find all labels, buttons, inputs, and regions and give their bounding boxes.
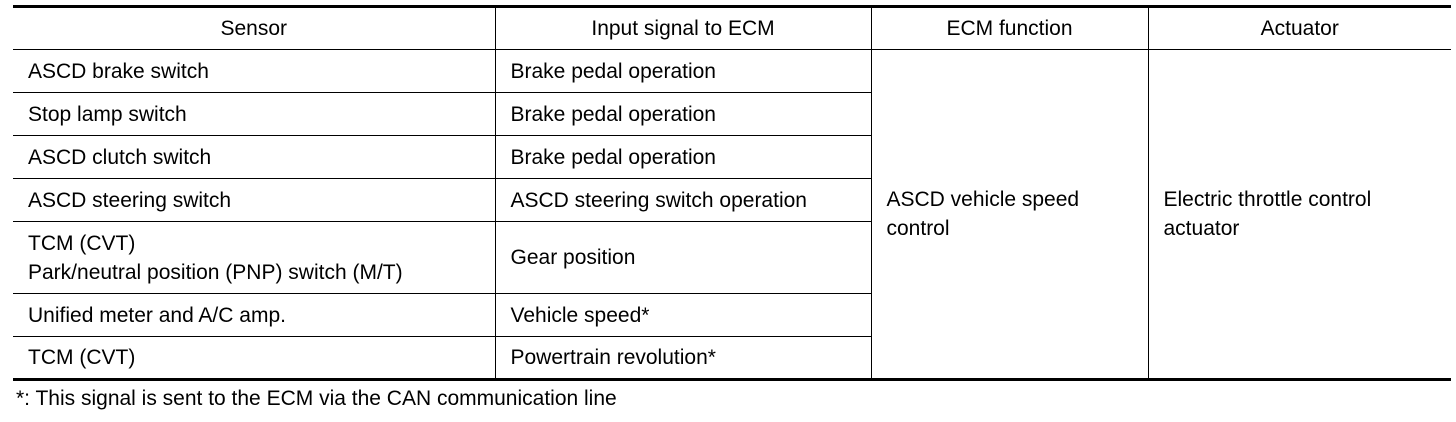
header-actuator: Actuator (1147, 5, 1451, 50)
header-ecm-function: ECM function (870, 5, 1149, 50)
input-signal-cell: Powertrain revolution* (494, 336, 872, 381)
table-header-row: Sensor Input signal to ECM ECM function … (13, 5, 1451, 50)
actuator-line: Electric throttle control (1163, 188, 1372, 211)
sensor-cell: ASCD clutch switch (13, 135, 496, 179)
input-signal-cell: Brake pedal operation (494, 135, 872, 179)
actuator-cell: Electric throttle control actuator (1147, 49, 1451, 381)
sensor-cell: Unified meter and A/C amp. (13, 293, 496, 337)
input-signal-cell: Brake pedal operation (494, 49, 872, 93)
input-signal-cell: Brake pedal operation (494, 92, 872, 136)
ascd-system-table: Sensor Input signal to ECM ECM function … (13, 5, 1451, 381)
table-row: Stop lamp switch Brake pedal operation (13, 92, 1451, 136)
ecm-function-line: ASCD vehicle speed (886, 188, 1080, 211)
actuator-line: actuator (1163, 217, 1240, 240)
table-row: ASCD steering switch ASCD steering switc… (13, 178, 1451, 222)
header-sensor: Sensor (13, 5, 496, 50)
sensor-line: Park/neutral position (PNP) switch (M/T) (28, 260, 403, 284)
footnote: *: This signal is sent to the ECM via th… (16, 387, 617, 410)
table-row: ASCD brake switch Brake pedal operation … (13, 49, 1451, 381)
ecm-function-line: control (886, 217, 950, 240)
table-row: TCM (CVT) Powertrain revolution* (13, 336, 1451, 381)
header-input-signal: Input signal to ECM (494, 5, 872, 50)
sensor-cell: TCM (CVT) Park/neutral position (PNP) sw… (13, 221, 496, 294)
sensor-cell: Stop lamp switch (13, 92, 496, 136)
sensor-line: TCM (CVT) (28, 231, 136, 255)
sensor-cell: TCM (CVT) (13, 336, 496, 381)
input-signal-cell: Gear position (494, 221, 872, 294)
input-signal-cell: ASCD steering switch operation (494, 178, 872, 222)
table-row: TCM (CVT) Park/neutral position (PNP) sw… (13, 221, 1451, 294)
table-row: Unified meter and A/C amp. Vehicle speed… (13, 293, 1451, 337)
input-signal-cell: Vehicle speed* (494, 293, 872, 337)
sensor-cell: ASCD brake switch (13, 49, 496, 93)
sensor-cell: ASCD steering switch (13, 178, 496, 222)
ecm-function-cell: ASCD vehicle speed control (870, 49, 1149, 381)
